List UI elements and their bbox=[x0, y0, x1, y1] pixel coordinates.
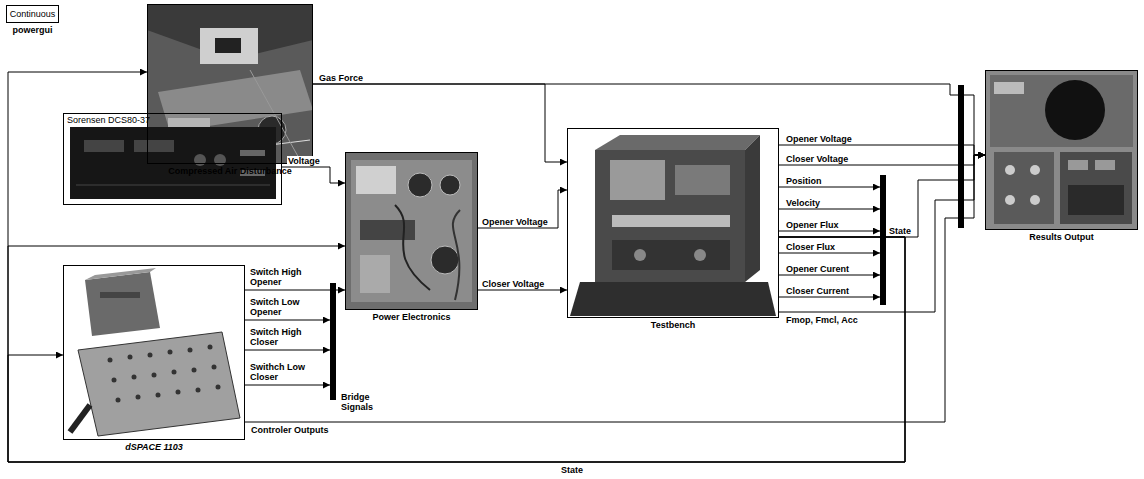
signal-label: Closer Voltage bbox=[785, 154, 849, 164]
block-caption: powergui bbox=[13, 25, 53, 35]
image-block: Power Electronics bbox=[345, 152, 478, 310]
signal-label: State bbox=[560, 465, 584, 475]
signal-line bbox=[8, 237, 905, 462]
signal-line bbox=[478, 290, 567, 291]
port-label: Position bbox=[785, 176, 823, 186]
signal-line bbox=[779, 155, 985, 312]
image-block: dSPACE 1103 bbox=[63, 265, 245, 440]
signal-label: Fmop, Fmcl, Acc bbox=[785, 315, 859, 325]
mux-bar bbox=[330, 283, 336, 400]
block-caption: Testbench bbox=[651, 320, 695, 330]
signal-line bbox=[245, 155, 985, 422]
signal-line bbox=[478, 190, 567, 228]
image-block: Results Output bbox=[985, 70, 1138, 230]
block-caption: dSPACE 1103 bbox=[125, 442, 183, 452]
signal-line bbox=[8, 72, 905, 462]
mux-bar bbox=[958, 85, 964, 228]
block-caption: Compressed Air Disturbance bbox=[168, 166, 292, 176]
image-block: Compressed Air Disturbance bbox=[147, 4, 313, 164]
signal-label: Opener Voltage bbox=[481, 217, 549, 227]
signal-label: Gas Force bbox=[318, 73, 364, 83]
port-label: Switch High Opener bbox=[249, 267, 317, 287]
signal-wires bbox=[245, 187, 880, 385]
port-label: Opener Flux bbox=[785, 220, 840, 230]
powergui-block: Continuouspowergui bbox=[6, 5, 59, 23]
port-label: Switch Low Opener bbox=[249, 297, 317, 317]
signal-line bbox=[313, 84, 985, 155]
image-block: Sorensen DCS80-37 bbox=[63, 113, 282, 205]
signal-line bbox=[779, 155, 985, 237]
block-text: Sorensen DCS80-37 bbox=[67, 115, 150, 125]
signal-line bbox=[313, 84, 567, 162]
port-label: Swithch Low Closer bbox=[249, 362, 317, 382]
block-caption: Results Output bbox=[1029, 232, 1094, 242]
signal-label: Opener Voltage bbox=[785, 134, 853, 144]
signal-line bbox=[779, 155, 985, 165]
signal-line bbox=[8, 237, 905, 462]
port-label: Velocity bbox=[785, 198, 821, 208]
port-label: Closer Flux bbox=[785, 242, 836, 252]
dspace-photo bbox=[70, 268, 240, 436]
signal-label: Controler Outputs bbox=[250, 425, 330, 435]
power-supply-photo bbox=[70, 127, 276, 199]
port-label: Switch High Closer bbox=[249, 327, 317, 347]
oscilloscope-photo bbox=[985, 70, 1138, 230]
image-block: Testbench bbox=[567, 128, 779, 318]
signal-label: Closer Voltage bbox=[481, 279, 545, 289]
block-caption: Power Electronics bbox=[372, 312, 450, 322]
signal-label: Voltage bbox=[287, 156, 321, 166]
signal-label: State bbox=[888, 226, 912, 236]
power-electronics-photo bbox=[345, 152, 478, 310]
block-text: Continuous bbox=[7, 9, 58, 19]
signal-label: Bridge Signals bbox=[340, 392, 382, 412]
mux-bar bbox=[880, 175, 886, 305]
testbench-photo bbox=[570, 135, 776, 316]
signal-line bbox=[245, 290, 345, 291]
port-label: Opener Curent bbox=[785, 264, 850, 274]
port-label: Closer Current bbox=[785, 286, 850, 296]
